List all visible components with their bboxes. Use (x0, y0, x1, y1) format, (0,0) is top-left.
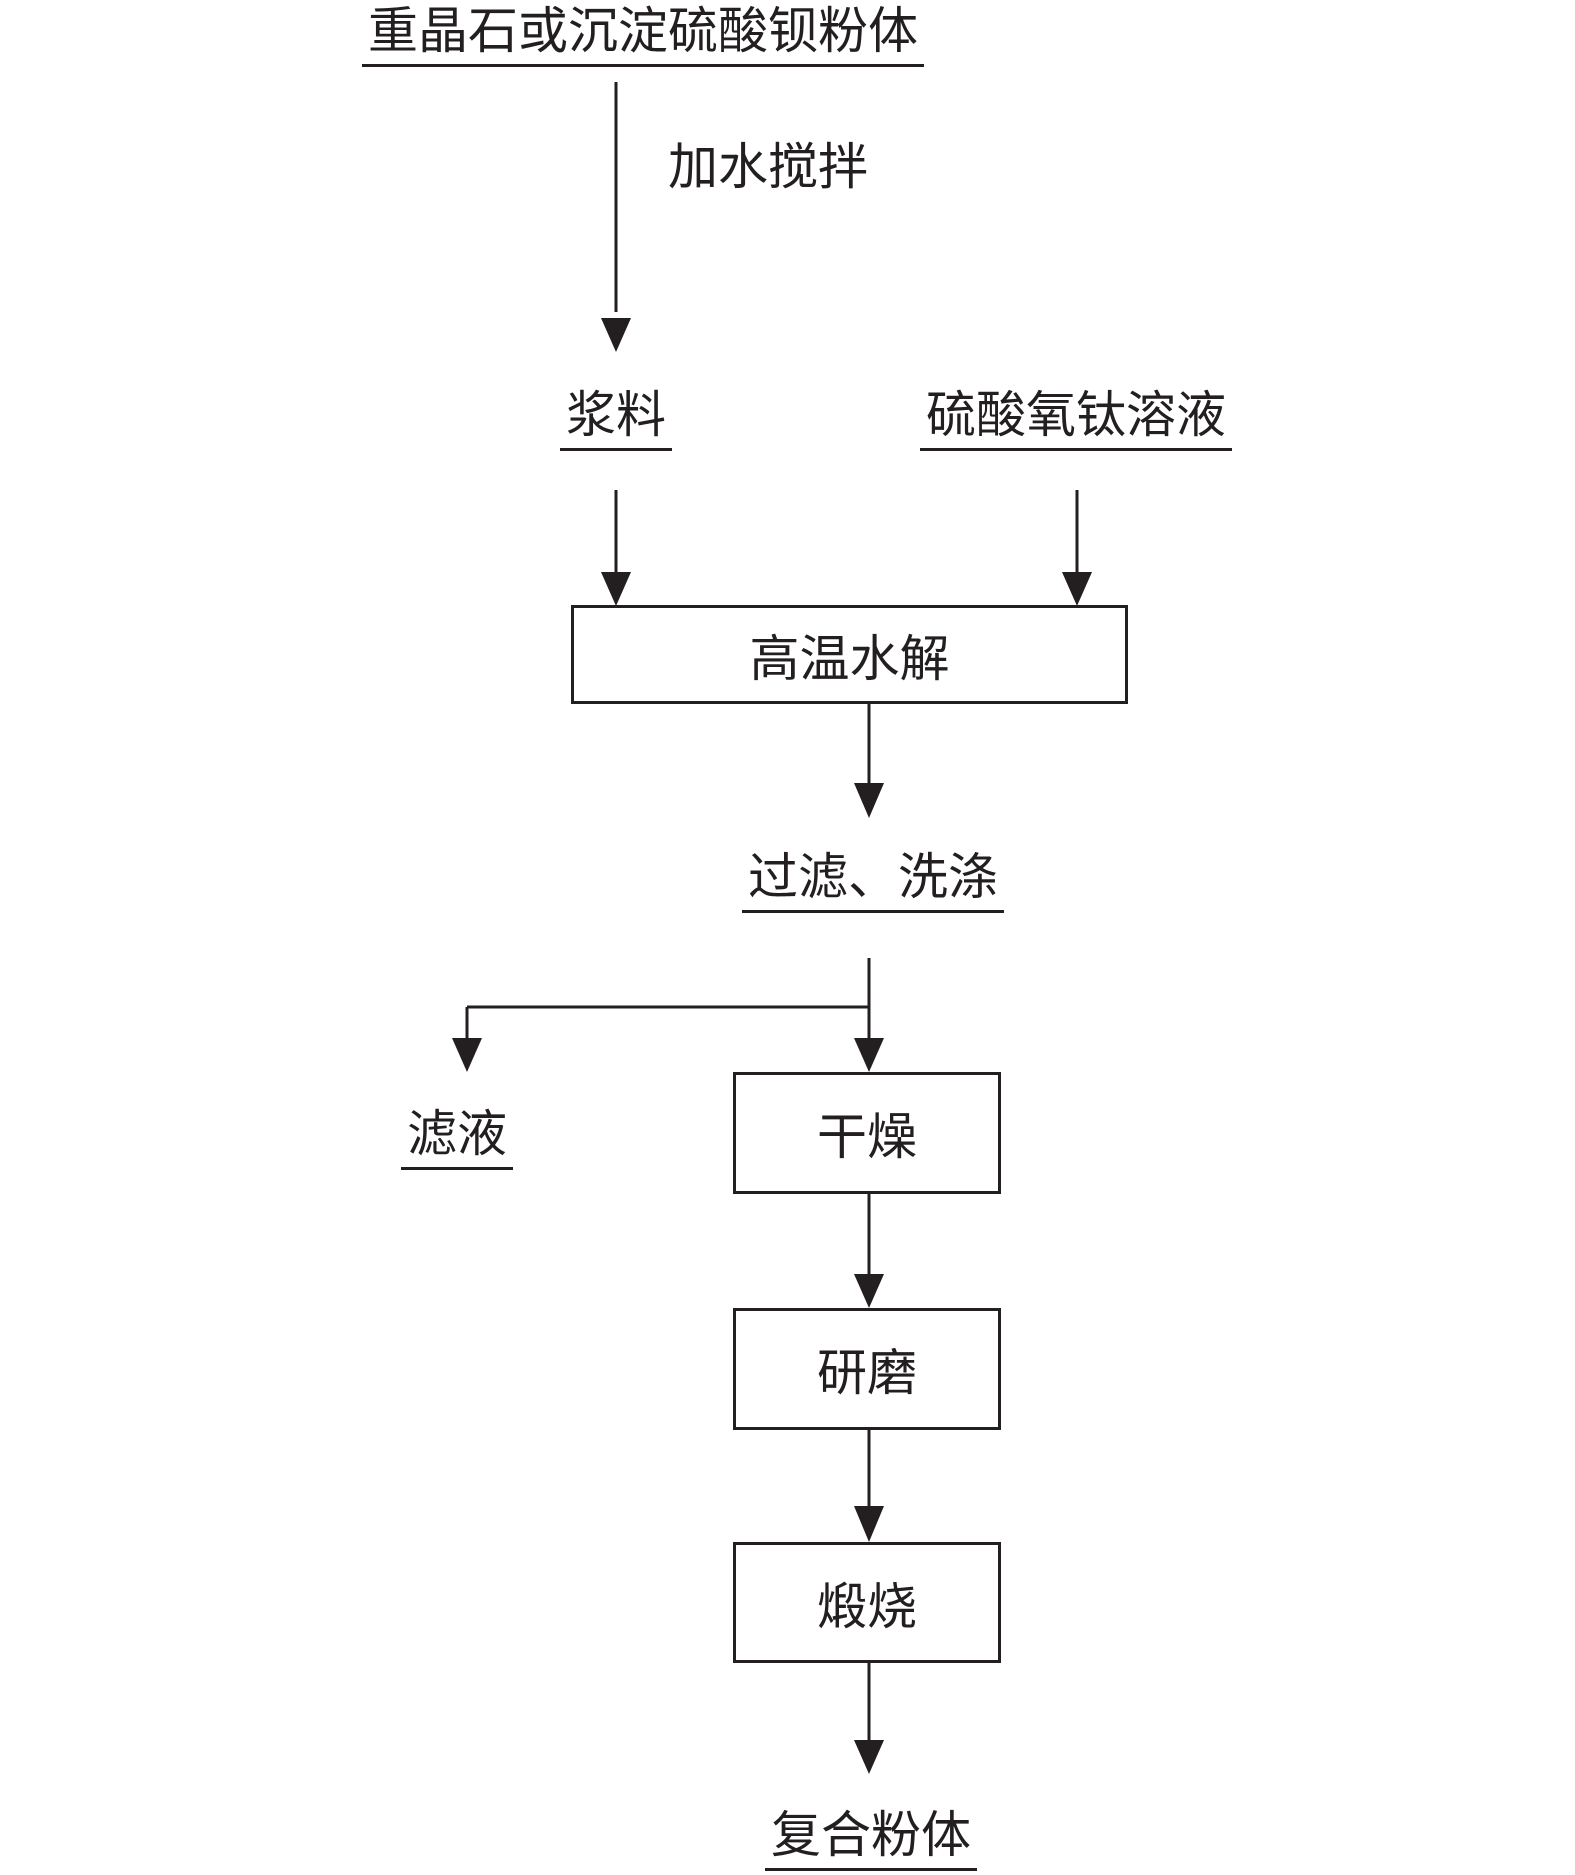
filtrate-label: 滤液 (401, 1109, 513, 1170)
hydrolysis-box: 高温水解 (571, 605, 1128, 704)
arrowhead-filter-to-drying (854, 1038, 884, 1072)
arrowhead-slurry-to-hydrolysis (601, 572, 631, 606)
drying-box: 干燥 (733, 1072, 1001, 1194)
arrowhead-titanyl-to-hydrolysis (1062, 572, 1092, 606)
arrowhead-hydrolysis-to-filter (854, 783, 884, 818)
arrowhead-raw-to-slurry (601, 318, 631, 352)
drying-label: 干燥 (817, 1108, 917, 1166)
arrowhead-grinding-to-calcination (854, 1506, 884, 1542)
raw-material-label: 重晶石或沉淀硫酸钡粉体 (362, 6, 924, 67)
grinding-box: 研磨 (733, 1308, 1001, 1430)
calcination-label: 煅烧 (817, 1577, 917, 1636)
filter-wash-label: 过滤、洗涤 (742, 852, 1004, 913)
grinding-label: 研磨 (817, 1344, 917, 1402)
slurry-label: 浆料 (560, 390, 672, 451)
hydrolysis-label: 高温水解 (749, 629, 950, 688)
arrowhead-calcination-to-product (854, 1740, 884, 1774)
product-label: 复合粉体 (765, 1810, 977, 1871)
arrowhead-drying-to-grinding (854, 1274, 884, 1308)
arrowhead-filter-to-filtrate (452, 1038, 482, 1072)
calcination-box: 煅烧 (733, 1542, 1001, 1663)
titanyl-sulfate-label: 硫酸氧钛溶液 (920, 390, 1232, 451)
add-water-step-label: 加水搅拌 (668, 138, 868, 196)
